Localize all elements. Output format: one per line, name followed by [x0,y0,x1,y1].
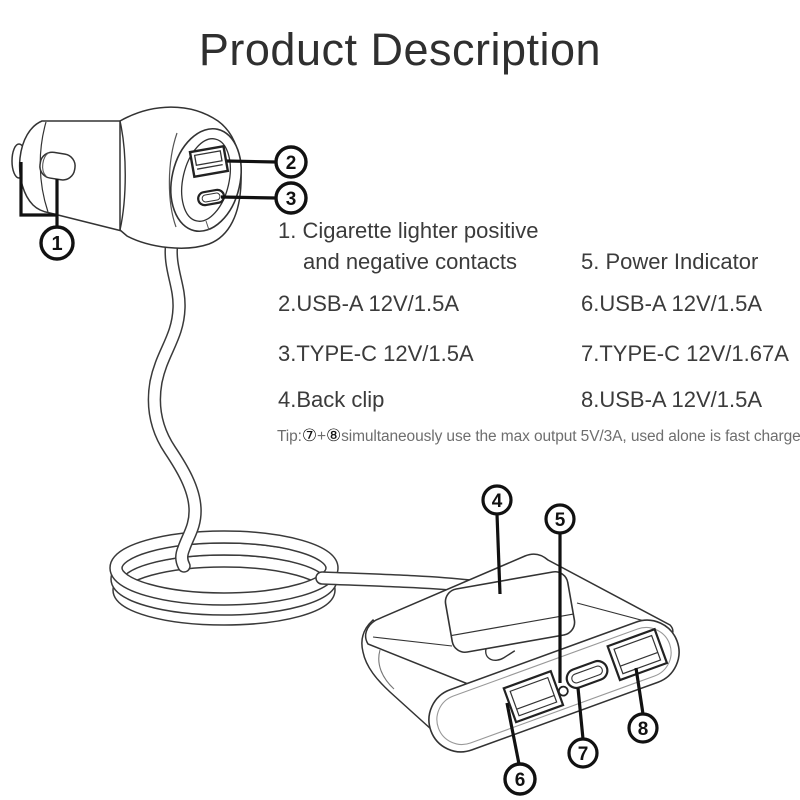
callout-7-leader [576,687,585,740]
callout-7-number: 7 [578,744,589,765]
page-title: Product Description [198,24,602,75]
car-charger-illustration [11,106,242,249]
hub-usb-a-left-port [502,669,565,724]
hub-back-clip [444,570,576,661]
charger-usb-a-port [188,144,230,179]
charger-side-contact [39,151,76,181]
callout-8-number: 8 [638,719,649,740]
callout-8-leader [634,667,645,715]
callout-8-circle [627,712,659,744]
callout-7-circle [567,737,599,769]
legend-item-7: 7.TYPE-C 12V/1.67A [581,341,789,366]
circled-8-icon: ⑧ [325,426,342,446]
hub-usb-c-port [565,659,609,690]
legend-item-3: 3.TYPE-C 12V/1.5A [278,341,474,366]
cable-illustration [109,233,477,626]
legend-item-1-line-1: 1. Cigarette lighter positive [278,218,539,243]
usb-hub-illustration [361,553,680,753]
hub-power-indicator-led [557,685,569,697]
hub-front-face [428,619,680,753]
callout-3-number: 3 [286,189,297,210]
callouts: 1 2 3 4 5 6 7 8 [19,145,659,796]
callout-6-number: 6 [515,770,526,791]
callout-2-circle [274,145,308,179]
callout-6-circle [503,762,537,796]
tip-text: simultaneously use the max output 5V/3A,… [341,428,800,445]
callout-3-circle [274,181,308,215]
callout-4-circle [481,484,513,516]
legend-item-5: 5. Power Indicator [581,249,759,274]
legend-item-1-line-2: and negative contacts [303,249,518,274]
tip-label: Tip: [277,428,302,445]
legend-item-2: 2.USB-A 12V/1.5A [278,291,459,316]
hub-usb-a-right-port [606,627,669,682]
legend-item-8: 8.USB-A 12V/1.5A [581,387,762,412]
charger-usb-c-port [197,188,226,207]
legend-item-4: 4.Back clip [278,387,385,412]
callout-4-number: 4 [492,491,503,512]
callout-6-leader [505,702,521,765]
circled-7-icon: ⑦ [301,426,318,446]
callout-1-circle [39,225,75,261]
callout-4-leader [495,513,502,595]
callout-3-leader [220,195,277,200]
callout-5-circle [544,503,576,535]
tip-plus: + [317,428,326,445]
callout-1-number: 1 [51,233,62,255]
callout-5-number: 5 [555,510,566,531]
callout-2-leader [226,159,277,164]
legend-item-6: 6.USB-A 12V/1.5A [581,291,762,316]
callout-2-number: 2 [286,153,297,174]
tip-note: Tip:⑦+⑧simultaneously use the max output… [277,426,800,446]
